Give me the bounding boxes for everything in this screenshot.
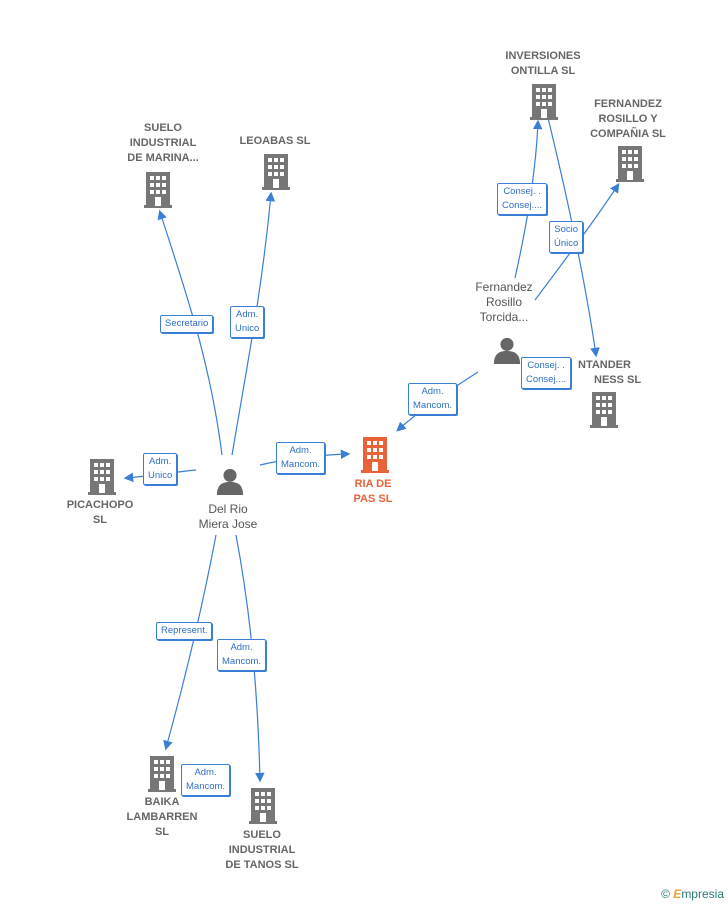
brand-initial: E xyxy=(673,887,682,901)
edge-label-text: Socio xyxy=(554,224,579,235)
person-icon-fernandez xyxy=(493,337,521,364)
edge-label-text: Consej. . xyxy=(527,360,565,371)
node-label-line: Fernandez xyxy=(475,280,533,294)
edge-line-secretario xyxy=(157,209,223,456)
node-label-line: ROSILLO Y xyxy=(598,113,658,125)
node-label-line: SUELO xyxy=(144,122,182,134)
edge-label-text: Adm. xyxy=(421,386,444,397)
edge-label-adm-mancom-fer[interactable]: Adm. Mancom. xyxy=(408,383,458,415)
node-label-line: COMPAÑIA SL xyxy=(590,128,666,140)
node-label-suelo-marina[interactable]: SUELO INDUSTRIAL DE MARINA... xyxy=(108,121,218,166)
edge-label-text: Único xyxy=(554,238,579,249)
node-label-line: NESS SL xyxy=(594,374,642,386)
node-label-line: Rosillo xyxy=(485,295,522,309)
building-icon-suelo-tanos xyxy=(249,788,277,824)
building-icon-ria-pas xyxy=(361,437,389,473)
edge-label-text: Adm. xyxy=(236,309,259,320)
edge-label-text: Unico xyxy=(235,323,260,334)
edge-label-adm-unico-leoabas[interactable]: Adm. Unico xyxy=(230,306,265,338)
person-icon-del-rio xyxy=(216,468,244,495)
edge-label-text: Mancom. xyxy=(222,656,262,667)
building-icon-inversiones xyxy=(530,84,558,120)
edge-label-text: Consej. . xyxy=(503,186,541,197)
copyright-symbol: © xyxy=(661,887,670,901)
edge-label-text: Consej.... xyxy=(502,200,543,211)
node-label-line: INVERSIONES xyxy=(505,50,581,62)
edge-label-text: Consej.... xyxy=(526,374,567,385)
edge-label-represent[interactable]: Represent. xyxy=(156,622,213,640)
node-label-line: LEOABAS SL xyxy=(239,135,311,147)
edge-label-consej-sant[interactable]: Consej. . Consej.... xyxy=(521,357,572,389)
node-label-line: Torcida... xyxy=(479,310,529,324)
edge-label-socio-unico[interactable]: Socio Único xyxy=(549,221,584,253)
building-icon-picachopo xyxy=(88,459,116,495)
node-label-line: DE TANOS SL xyxy=(225,859,299,871)
node-label-line: Miera Jose xyxy=(198,517,258,531)
node-label-fernandez-cia[interactable]: FERNANDEZ ROSILLO Y COMPAÑIA SL xyxy=(573,97,683,142)
node-label-fernandez-person[interactable]: Fernandez Rosillo Torcida... xyxy=(454,280,554,325)
node-label-line: Del Rio xyxy=(208,502,248,516)
node-label-line: INDUSTRIAL xyxy=(228,844,296,856)
node-label-line: NTANDER xyxy=(578,359,631,371)
node-label-santander[interactable]: NTANDER NESS SL xyxy=(578,358,648,388)
building-icon-fernandez-cia xyxy=(616,146,644,182)
node-label-line: SUELO xyxy=(243,829,281,841)
node-label-line: FERNANDEZ xyxy=(594,98,662,110)
node-label-baika[interactable]: BAIKA LAMBARREN SL xyxy=(112,795,212,840)
edge-label-text: Adm. xyxy=(289,445,312,456)
node-label-del-rio[interactable]: Del Rio Miera Jose xyxy=(178,502,278,532)
edge-label-text: Adm. xyxy=(230,642,253,653)
building-icon-santander xyxy=(590,392,618,428)
edge-label-text: Mancom. xyxy=(281,459,321,470)
node-label-line: LAMBARREN xyxy=(126,811,198,823)
edge-label-text: Secretario xyxy=(165,318,209,329)
edge-label-text: Mancom. xyxy=(186,781,226,792)
node-label-ria-pas[interactable]: RIA DE PAS SL xyxy=(333,477,413,507)
brand-name: mpresia xyxy=(681,887,724,901)
node-label-picachopo[interactable]: PICACHOPO SL xyxy=(52,498,148,528)
node-label-line: PAS SL xyxy=(353,493,393,505)
building-icon-leoabas xyxy=(262,154,290,190)
edge-label-text: Mancom. xyxy=(413,400,453,411)
edge-label-text: Adm. xyxy=(149,456,172,467)
node-label-line: RIA DE xyxy=(354,478,392,490)
edge-label-adm-mancom-tanos[interactable]: Adm. Mancom. xyxy=(217,639,267,671)
edge-line-represent xyxy=(163,534,217,751)
node-label-suelo-tanos[interactable]: SUELO INDUSTRIAL DE TANOS SL xyxy=(212,828,312,873)
edge-label-adm-mancom-ria[interactable]: Adm. Mancom. xyxy=(276,442,326,474)
node-label-line: PICACHOPO xyxy=(66,499,134,511)
edge-label-adm-mancom-baika[interactable]: Adm. Mancom. xyxy=(181,764,231,796)
brand-logo: © Empresia xyxy=(661,887,724,901)
edge-label-text: Unico xyxy=(148,470,173,481)
node-label-line: SL xyxy=(154,826,170,838)
node-label-line: INDUSTRIAL xyxy=(129,137,197,149)
edge-label-consej-inv[interactable]: Consej. . Consej.... xyxy=(497,183,548,215)
building-icon-baika xyxy=(148,756,176,792)
node-label-line: SL xyxy=(92,514,108,526)
edge-label-text: Represent. xyxy=(161,625,208,636)
node-label-inversiones[interactable]: INVERSIONES ONTILLA SL xyxy=(488,49,598,79)
node-label-line: ONTILLA SL xyxy=(510,65,576,77)
edge-label-secretario[interactable]: Secretario xyxy=(160,315,214,333)
node-label-leoabas[interactable]: LEOABAS SL xyxy=(220,134,330,149)
building-icon-suelo-marina xyxy=(144,172,172,208)
node-label-line: BAIKA xyxy=(144,796,180,808)
edge-label-text: Adm. xyxy=(194,767,217,778)
node-label-line: DE MARINA... xyxy=(127,152,199,164)
edge-label-adm-unico-picachopo[interactable]: Adm. Unico xyxy=(143,453,178,485)
